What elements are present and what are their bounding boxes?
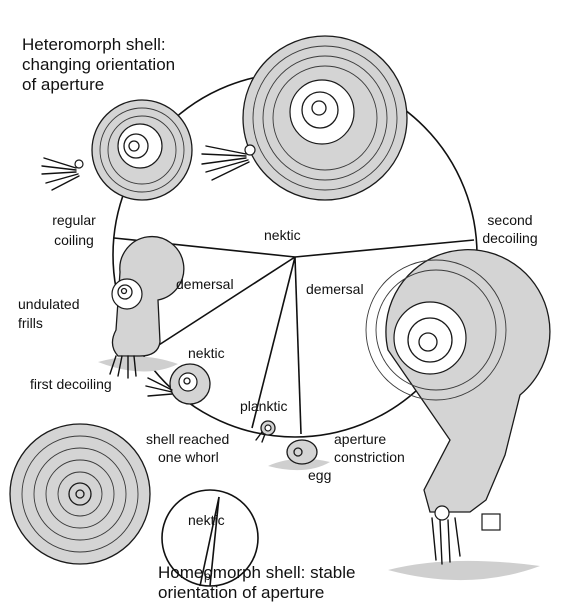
label-aperture: aperture: [334, 431, 387, 447]
footer-line-1: Homeomorph shell: stable: [158, 563, 356, 582]
shell-regular-coiling: [41, 99, 193, 201]
label-decoiling: decoiling: [482, 230, 538, 246]
shell-homeomorph: [9, 423, 151, 565]
divider-egg: [294, 256, 302, 435]
inset-label-nektic: nektic: [188, 512, 225, 528]
label-nektic-mid: nektic: [188, 345, 225, 361]
label-first-decoiling: first decoiling: [30, 376, 112, 392]
divider-planktic: [251, 256, 296, 429]
egg-illustration: [268, 439, 330, 471]
label-second: second: [487, 212, 533, 228]
title-line-1: Heteromorph shell:: [22, 35, 166, 54]
label-shell-reached: shell reached: [146, 431, 230, 447]
label-planktic: planktic: [240, 398, 288, 414]
label-coiling: coiling: [54, 232, 94, 248]
title-line-2: changing orientation: [22, 55, 176, 74]
label-demersal-left: demersal: [176, 276, 234, 292]
label-regular: regular: [52, 212, 96, 228]
title-line-3: of aperture: [22, 75, 105, 94]
shell-second-decoiling: [365, 249, 551, 581]
shell-nektic-large: [201, 35, 408, 201]
divider-right: [294, 239, 475, 258]
shell-first-decoiling: [98, 236, 185, 379]
footer-line-2: orientation of aperture: [158, 583, 325, 602]
shell-one-whorl: [255, 420, 276, 443]
divider-demersal: [147, 256, 296, 353]
label-one-whorl: one whorl: [158, 449, 219, 465]
label-undulated: undulated: [18, 296, 80, 312]
label-nektic-top: nektic: [264, 227, 301, 243]
label-constriction: constriction: [334, 449, 405, 465]
label-demersal-right: demersal: [306, 281, 364, 297]
inset-circle: [161, 489, 259, 587]
shell-nektic-small: [145, 363, 211, 405]
inset-label-p: p: [204, 569, 211, 583]
label-frills: frills: [18, 315, 43, 331]
label-egg: egg: [308, 467, 332, 483]
